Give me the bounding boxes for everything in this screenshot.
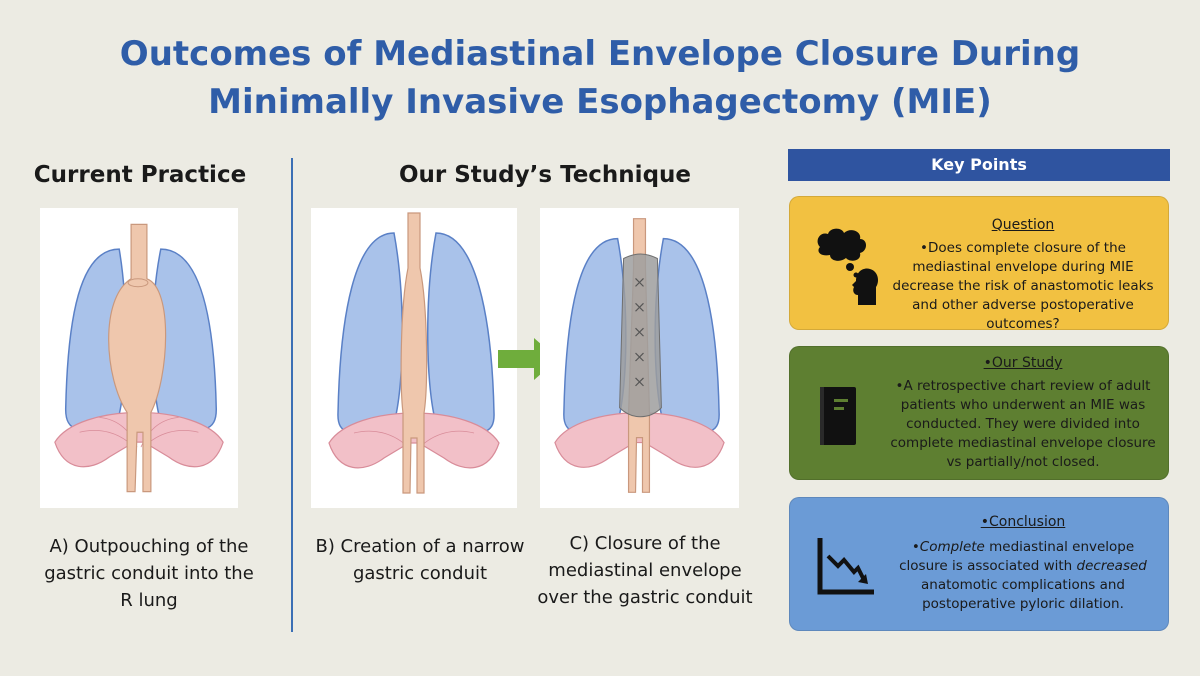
question-title: Question [991,217,1055,233]
study-technique-heading: Our Study’s Technique [398,162,692,188]
lungs-narrow-conduit-illustration [328,212,500,494]
section-divider [291,158,293,632]
current-practice-heading: Current Practice [33,162,247,188]
chart-book-icon [820,387,856,445]
question-box: Question •Does complete closure of the m… [789,196,1169,332]
our-study-box: •Our Study •A retrospective chart review… [789,346,1169,480]
our-study-text: •A retrospective chart review of adult p… [890,378,1156,470]
lungs-envelope-closure-illustration [554,218,725,493]
page-title: Outcomes of Mediastinal Envelope Closure… [0,30,1200,126]
thinking-head-icon [817,228,878,305]
declining-graph-icon [817,538,874,595]
caption-b: B) Creation of a narrow gastric conduit [315,536,525,584]
conclusion-box: •Conclusion •Complete mediastinal envelo… [789,497,1169,631]
title-line-1: Outcomes of Mediastinal Envelope Closure… [119,34,1081,74]
lungs-outpouching-illustration [54,223,224,493]
title-line-2: Minimally Invasive Esophagectomy (MIE) [208,82,992,122]
key-points-header: Key Points [788,149,1170,181]
conclusion-text: •Complete mediastinal envelope closure i… [899,539,1147,612]
caption-c: C) Closure of the mediastinal envelope o… [537,533,753,608]
diagram-panel-c [540,208,739,508]
question-text: •Does complete closure of the mediastina… [892,240,1154,332]
diagram-panel-b [311,208,517,508]
caption-a: A) Outpouching of the gastric conduit in… [44,536,254,611]
conclusion-title: •Conclusion [980,514,1066,530]
our-study-title: •Our Study [983,355,1063,371]
diagram-panel-a [40,208,238,508]
